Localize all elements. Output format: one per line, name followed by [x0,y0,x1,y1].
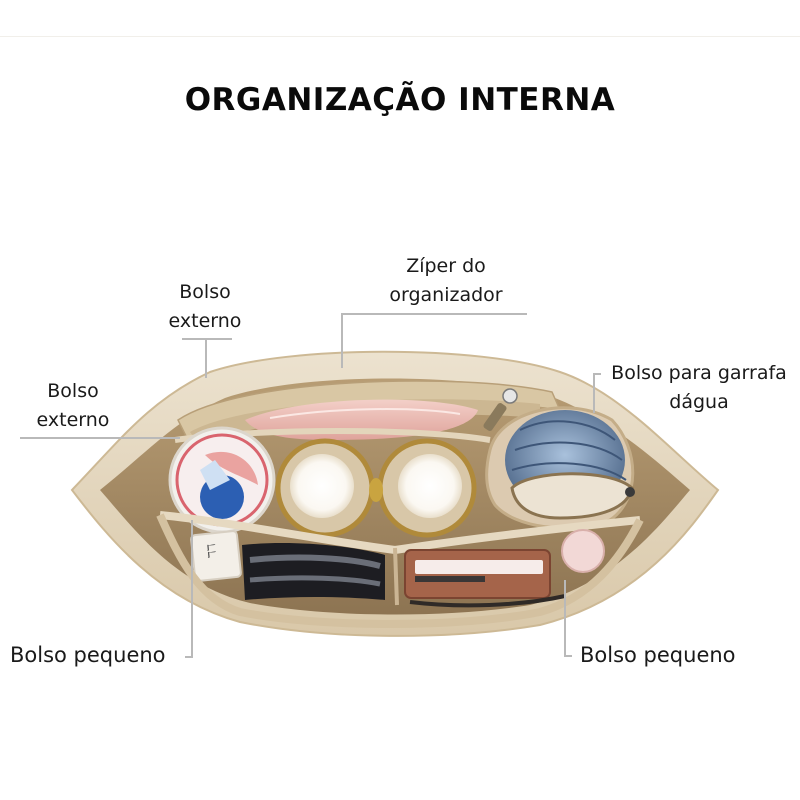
callout-zipper-line2: organizador [389,284,503,306]
callout-small-pocket-left: Bolso pequeno [10,641,182,670]
leader-line-bottle-v [593,373,595,413]
callout-outer-pocket-left-line1: Bolso [47,380,99,402]
callout-outer-pocket-top: Bolso externo [160,278,250,336]
leader-line-small-left-v [191,520,193,657]
top-divider [0,36,800,37]
callout-outer-pocket-left-line2: externo [36,409,110,431]
svg-text:ℸℸ: ℸℸ [205,543,219,558]
leader-line-outer-top-h [182,338,232,340]
leader-line-outer-top-v [205,338,207,378]
callout-zipper-line1: Zíper do [406,255,486,277]
leader-line-small-right-v [564,580,566,656]
callout-small-pocket-right: Bolso pequeno [580,641,760,670]
leader-line-outer-left-h [20,437,180,439]
callout-bottle-pocket: Bolso para garrafa dágua [604,359,794,417]
callout-small-pocket-left-label: Bolso pequeno [10,643,166,667]
callout-outer-pocket-top-line1: Bolso [179,281,231,303]
callout-outer-pocket-top-line2: externo [168,310,242,332]
leader-line-bottle-h [593,373,601,375]
leader-line-zipper-h [341,313,527,315]
leader-line-small-right-h [564,655,572,657]
callout-bottle-pocket-line1: Bolso para garrafa [611,362,787,384]
leader-line-zipper-v [341,313,343,368]
leader-line-small-left-h [185,656,193,658]
callout-small-pocket-right-label: Bolso pequeno [580,643,736,667]
callout-zipper: Zíper do organizador [372,252,520,310]
callout-bottle-pocket-line2: dágua [669,391,729,413]
callout-outer-pocket-left: Bolso externo [28,377,118,435]
page-title: ORGANIZAÇÃO INTERNA [184,82,616,118]
